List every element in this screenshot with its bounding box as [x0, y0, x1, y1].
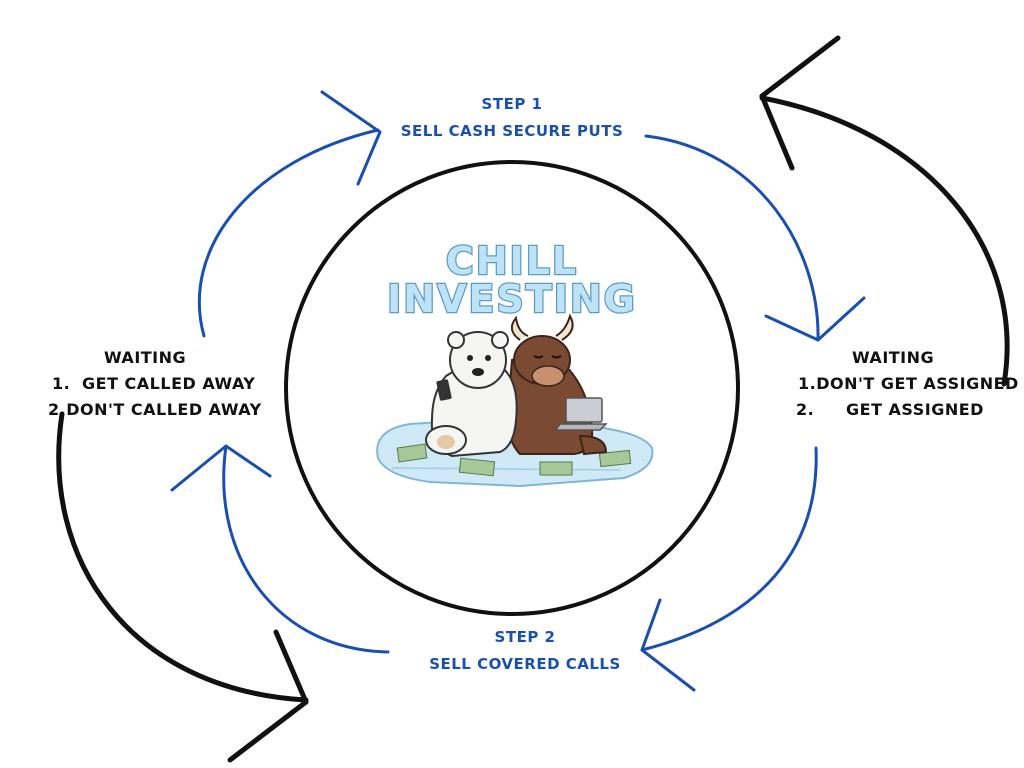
outer-arrow-left-loop: [56, 411, 309, 703]
arrow-left-to-step1: [198, 128, 380, 338]
arrowhead-step2: [640, 598, 696, 692]
left-item2-text: DON'T CALLED AWAY: [66, 400, 262, 419]
step1-label: STEP 1 SELL CASH SECURE PUTS: [380, 91, 644, 145]
right-item2-num: 2.: [796, 400, 815, 419]
outer-arrow-right-loop: [759, 95, 1010, 387]
logo-line1: CHILL: [446, 239, 578, 283]
left-waiting-item: 1. GET CALLED AWAY: [44, 371, 264, 397]
arrow-right-to-step2: [640, 446, 818, 652]
step2-label: STEP 2 SELL COVERED CALLS: [396, 624, 654, 678]
polar-bear-illustration: [425, 331, 518, 458]
step1-title: STEP 1: [481, 95, 543, 113]
cycle-arrows: [170, 90, 866, 692]
outer-arrows: [56, 35, 1010, 763]
right-item1-num: 1.: [798, 374, 817, 393]
left-waiting-label: WAITING 1. GET CALLED AWAY 2. DON'T CALL…: [44, 345, 264, 423]
logo-line2: INVESTING: [387, 277, 637, 321]
right-item2-text: GET ASSIGNED: [846, 400, 984, 419]
right-waiting-title: WAITING: [852, 348, 935, 367]
left-waiting-title: WAITING: [104, 348, 187, 367]
step1-action: SELL CASH SECURE PUTS: [400, 122, 624, 140]
left-item1-num: 1.: [52, 374, 71, 393]
right-waiting-item: 1. DON'T GET ASSIGNED: [790, 371, 1018, 397]
arrowhead-left: [170, 444, 272, 492]
right-waiting-item: 2. GET ASSIGNED: [790, 397, 1010, 423]
outer-arrowhead-bottom-left: [227, 629, 309, 763]
arrow-step2-to-left: [222, 444, 390, 654]
outer-arrowhead-top-right: [759, 35, 841, 171]
right-waiting-label: WAITING 1. DON'T GET ASSIGNED 2. GET ASS…: [790, 345, 1018, 423]
arrowhead-right: [764, 296, 866, 342]
left-waiting-item: 2. DON'T CALLED AWAY: [44, 397, 264, 423]
right-item1-text: DON'T GET ASSIGNED: [816, 374, 1019, 393]
arrow-step1-to-right: [644, 134, 820, 342]
bull-illustration: [506, 313, 608, 456]
step2-title: STEP 2: [494, 628, 556, 646]
left-item2-num: 2.: [48, 400, 67, 419]
left-item1-text: GET CALLED AWAY: [82, 374, 256, 393]
step2-action: SELL COVERED CALLS: [429, 655, 621, 673]
chill-investing-logo: CHILL INVESTING: [386, 238, 637, 323]
arrowhead-step1: [320, 90, 382, 186]
